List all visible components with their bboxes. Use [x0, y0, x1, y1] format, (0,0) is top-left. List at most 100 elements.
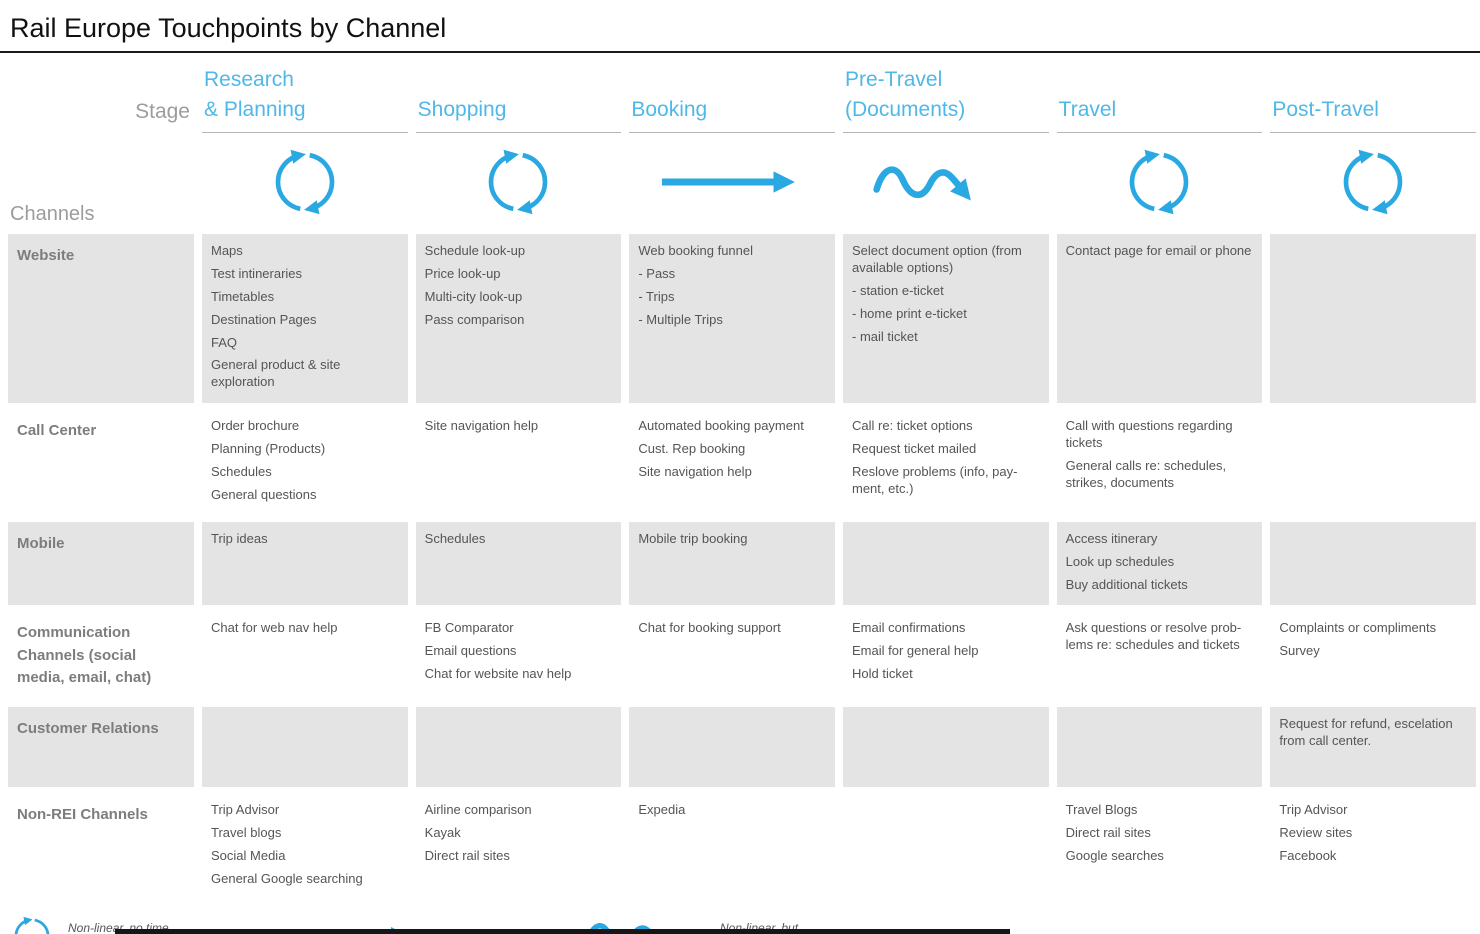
touchpoint: Price look-up: [424, 265, 501, 281]
row-label: Mobile: [8, 521, 194, 606]
touchpoint: Kayak: [424, 825, 461, 841]
touchpoint: General questions: [211, 486, 317, 502]
touchpoint: FAQ: [211, 334, 238, 350]
touchpoint: Contact page for email or phone: [1065, 243, 1252, 258]
row-customer-relations: Customer Relations Request for refund, es…: [0, 707, 1480, 788]
row-label: Customer Relations: [8, 707, 194, 788]
cell-website--post-travel: [1270, 234, 1476, 404]
cycle-icon: [10, 914, 54, 934]
touchpoint: Pass comparison: [424, 311, 525, 327]
touchpoint: Expedia: [638, 802, 686, 818]
touchpoint: Call re: ticket options: [852, 418, 973, 434]
touchpoint: Mobile trip booking: [638, 530, 748, 546]
cell-communication-channels-social-media-email-chat--research-planning: Chat for web nav help: [202, 611, 408, 701]
row-label: Non-REI Channels: [17, 806, 148, 824]
touchpoint: Direct rail sites: [424, 848, 510, 864]
cell-customer-relations--shopping: [415, 707, 622, 788]
touchpoint: Travel Blogs: [1065, 802, 1138, 818]
touchpoint: - home print e-ticket: [852, 305, 967, 321]
stage-axis-label: Stage: [135, 100, 190, 123]
touchpoint: Select document option (from available o…: [852, 243, 1022, 275]
touchpoint: Automated booking payment: [638, 418, 804, 434]
touchpoint: Look up schedules: [1065, 553, 1175, 569]
touchpoint: Request ticket mailed: [852, 441, 977, 457]
touchpoint: Travel blogs: [211, 825, 282, 841]
cell-customer-relations--booking: [629, 707, 835, 788]
touchpoint: - Trips: [638, 288, 675, 304]
bottom-crop-bar: [115, 929, 1010, 934]
touchpoint: Schedule look-up: [424, 243, 526, 258]
cell-communication-channels-social-media-email-chat--travel: Ask questions or resolve prob-lems re: s…: [1057, 611, 1263, 701]
cell-customer-relations--pre-travel-documents: [843, 707, 1049, 788]
cell-mobile--research-planning: Trip ideas: [202, 521, 408, 606]
touchpoint: Timetables: [211, 288, 275, 304]
touchpoint: Chat for web nav help: [211, 620, 338, 636]
touchpoint: Ask questions or resolve prob-lems re: s…: [1065, 620, 1242, 653]
cell-customer-relations--research-planning: [202, 707, 408, 788]
touchpoint: General Google searching: [211, 871, 363, 887]
touchpoint: Complaints or compliments: [1279, 620, 1437, 636]
cell-mobile--booking: Mobile trip booking: [629, 521, 835, 606]
title-block: Rail Europe Touchpoints by Channel: [0, 0, 1480, 53]
touchpoint: Hold ticket: [852, 666, 913, 682]
touchpoint: FB Comparator: [424, 620, 514, 636]
touchpoint: Trip ideas: [211, 530, 268, 546]
cell-communication-channels-social-media-email-chat--booking: Chat for booking support: [629, 611, 835, 701]
touchpoint: Email questions: [424, 643, 517, 659]
touchpoint: Web booking funnel: [638, 243, 754, 258]
cell-website--travel: Contact page for email or phone: [1056, 234, 1263, 404]
touchpoint: General product & site exploration: [211, 357, 341, 390]
row-label: Call Center: [17, 422, 97, 440]
wave-icon: [580, 911, 710, 934]
cycle-icon: [1057, 133, 1263, 230]
stage-header-research-planning: Research& Planning: [202, 65, 408, 133]
stage-header-shopping: Shopping: [415, 95, 622, 133]
stage-header-booking: Booking: [629, 95, 835, 133]
row-mobile: Mobile Trip ideas Schedules Mobile trip boo…: [0, 521, 1480, 606]
touchpoint: Buy additional tickets: [1065, 576, 1188, 592]
touchpoint: Request for refund, escelation from call…: [1279, 716, 1453, 749]
touchpoint: Destination Pages: [211, 311, 317, 327]
row-label: Website: [8, 234, 194, 404]
touchpoint: - Pass: [638, 265, 676, 281]
stage-header-post-travel: Post-Travel: [1270, 95, 1476, 133]
row-communication-channels-social-media-email-chat: Communication Channels (social media, em…: [0, 611, 1480, 701]
channels-axis-label: Channels: [10, 203, 95, 225]
cell-customer-relations--travel: [1056, 707, 1263, 788]
touchpoint: Schedules: [424, 530, 486, 546]
cycle-icon: [1270, 133, 1476, 230]
touchpoint: Review sites: [1279, 825, 1353, 841]
touchpoint: - Multiple Trips: [638, 311, 723, 327]
touchpoint: Order brochure: [211, 418, 300, 434]
touchpoint: Test intineraries: [211, 265, 303, 281]
touchpoint: Trip Advisor: [211, 802, 280, 818]
touchpoint: Airline comparison: [424, 802, 532, 818]
cycle-icon: [202, 133, 408, 230]
cell-website--pre-travel-documents: Select document option (from available o…: [843, 234, 1049, 404]
stage-header-travel: Travel: [1056, 95, 1263, 133]
arrow-icon: [629, 133, 835, 230]
touchpoint: General calls re: schedules, strikes, do…: [1065, 458, 1227, 490]
cell-website--booking: Web booking funnel - Pass - Trips - Multipl…: [629, 234, 835, 404]
touchpoint: Chat for website nav help: [424, 666, 572, 682]
cell-mobile--pre-travel-documents: [843, 521, 1049, 606]
touchpoint: Email for general help: [852, 643, 979, 659]
touchpoint: Facebook: [1279, 848, 1337, 864]
touchpoint: Social Media: [211, 848, 286, 864]
